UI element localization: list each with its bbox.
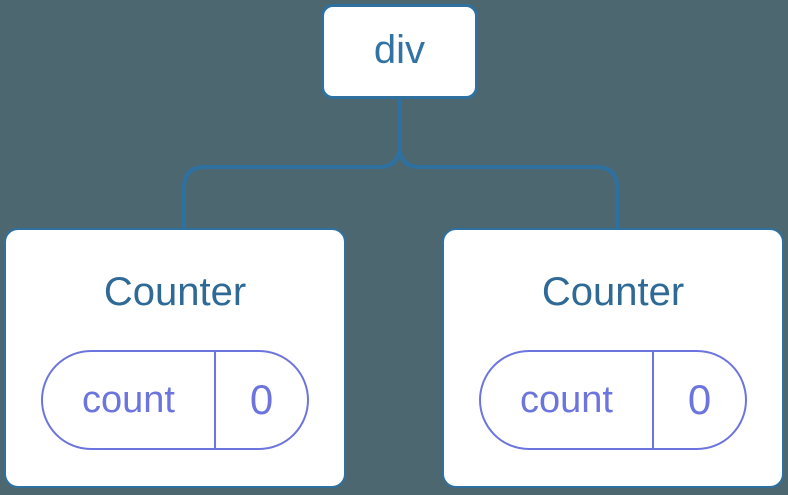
state-key: count xyxy=(82,379,175,421)
connector-root-to-right-child xyxy=(397,97,619,229)
counter-node-label: Counter xyxy=(103,270,247,314)
root-node-div: div xyxy=(321,4,478,99)
state-value: 0 xyxy=(652,352,745,448)
state-key: count xyxy=(520,379,613,421)
counter-node-left: Counter count 0 xyxy=(4,228,346,488)
state-pill: count 0 xyxy=(479,350,747,450)
root-node-label: div xyxy=(373,27,426,72)
counter-node-label: Counter xyxy=(541,270,685,314)
connector-root-to-left-child xyxy=(182,97,402,229)
counter-node-right: Counter count 0 xyxy=(442,228,784,488)
state-pill: count 0 xyxy=(41,350,309,450)
state-value: 0 xyxy=(214,352,307,448)
